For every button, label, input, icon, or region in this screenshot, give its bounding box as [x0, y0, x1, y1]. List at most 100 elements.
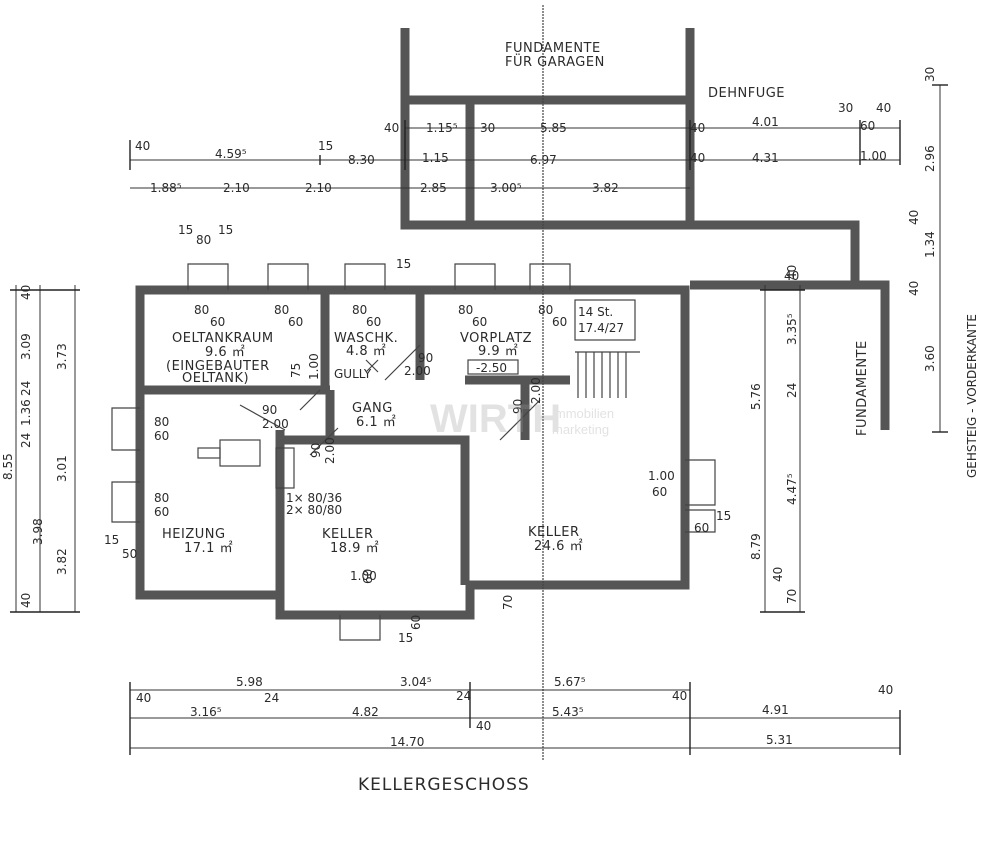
dim-door-200d: 2.00: [529, 377, 543, 404]
room-keller-right-name: KELLER: [528, 525, 579, 540]
dim-o3: 80: [352, 303, 367, 317]
dim-w15c: 15: [396, 257, 411, 271]
dim-r1-30: 30: [480, 121, 495, 135]
dim-r2-40: 40: [135, 139, 150, 153]
dim-r1-40: 40: [384, 121, 399, 135]
room-keller-mid-area: 18.9 ㎡: [330, 541, 379, 556]
dim-door-75: 75: [289, 363, 303, 378]
dim-b15: 15: [398, 631, 413, 645]
dim-r1-585: 5.85: [540, 121, 567, 135]
room-oeltankraum-area: 9.6 ㎡: [205, 345, 245, 360]
room-vorplatz-area: 9.9 ㎡: [478, 344, 518, 359]
dim-o2b: 60: [288, 315, 303, 329]
dim-b3-531: 5.31: [766, 733, 793, 747]
room-waschk-area: 4.8 ㎡: [346, 344, 386, 359]
dim-ri-70: 70: [785, 589, 799, 604]
dim-door-200a: 2.00: [404, 364, 431, 378]
dim-r1-401: 4.01: [752, 115, 779, 129]
dim-r1-30b: 30: [838, 101, 853, 115]
room-vorplatz-name: VORPLATZ: [460, 331, 532, 346]
dim-o1b: 60: [210, 315, 225, 329]
dim-ro-134: 1.34: [923, 231, 937, 258]
dim-r1-60: 60: [860, 119, 875, 133]
watermark-line2: marketing: [552, 422, 609, 437]
dim-l80a: 80: [154, 415, 169, 429]
dim-l80b: 80: [154, 491, 169, 505]
dim-left-373: 3.73: [55, 343, 69, 370]
dim-r1-40b: 40: [690, 121, 705, 135]
dim-ri-40: 40: [785, 265, 799, 280]
dim-r3-300: 3.00⁵: [490, 181, 522, 195]
dim-r2-830: 8.30: [348, 153, 375, 167]
dim-b60: 60: [361, 569, 375, 584]
dim-left-398: 3.98: [31, 518, 45, 545]
light-wells: [111, 263, 716, 641]
dim-ri-447: 4.47⁵: [785, 473, 799, 505]
dim-o4b: 60: [472, 315, 487, 329]
stair-label-2: 17.4/27: [578, 321, 624, 335]
dim-left-855: 8.55: [1, 453, 15, 480]
dim-r3-382: 3.82: [592, 181, 619, 195]
room-oeltankraum-note2: OELTANK): [182, 371, 249, 386]
dim-o5b: 60: [552, 315, 567, 329]
room-gang-name: GANG: [352, 401, 393, 416]
dim-ro-30: 30: [923, 67, 937, 82]
room-keller-mid-name: KELLER: [322, 527, 373, 542]
dim-left-24b: 24: [19, 433, 33, 448]
dim-left-40b: 40: [19, 593, 33, 608]
dim-ri-879: 8.79: [749, 533, 763, 560]
label-fundamente-garagen-1: FUNDAMENTE: [505, 41, 601, 56]
boiler-unit: [197, 439, 295, 489]
room-vorplatz-level: -2.50: [476, 361, 507, 375]
dim-b2-482: 4.82: [352, 705, 379, 719]
dim-door-200b: 2.00: [262, 417, 289, 431]
dim-ro-40: 40: [907, 210, 921, 225]
room-gang-area: 6.1 ㎡: [356, 415, 396, 430]
dim-b2-24b: 24: [456, 689, 471, 703]
label-dehnfuge: DEHNFUGE: [708, 86, 785, 101]
dim-b2-40c: 40: [476, 719, 491, 733]
dim-r2-459: 4.59⁵: [215, 147, 247, 161]
dim-r60: 60: [652, 485, 667, 499]
dim-left-382: 3.82: [55, 548, 69, 575]
dim-r100: 1.00: [648, 469, 675, 483]
dim-r15: 15: [716, 509, 731, 523]
label-fundamente-garagen-2: FÜR GARAGEN: [505, 53, 605, 70]
dim-b70: 70: [501, 595, 515, 610]
dim-l50: 50: [122, 547, 137, 561]
dim-r60b: 60: [694, 521, 709, 535]
room-keller-mid-note2: 2× 80/80: [286, 503, 342, 517]
dim-w15a: 15: [178, 223, 193, 237]
dim-l15: 15: [104, 533, 119, 547]
dim-b2-40b: 40: [672, 689, 687, 703]
dim-o3b: 60: [366, 315, 381, 329]
dim-r1-115: 1.15⁵: [426, 121, 458, 135]
dim-door-90d: 90: [511, 399, 525, 414]
dim-o2: 80: [274, 303, 289, 317]
dim-b3-1470: 14.70: [390, 735, 424, 749]
dim-b2-491: 4.91: [762, 703, 789, 717]
dim-w40v: 40: [784, 269, 799, 283]
dim-ri-24: 24: [785, 383, 799, 398]
dim-l60b: 60: [154, 505, 169, 519]
stair-label-1: 14 St.: [578, 305, 613, 319]
dim-r2-100: 1.00: [860, 149, 887, 163]
watermark-line1: immobilien: [552, 406, 614, 421]
dim-r2-40b: 40: [690, 151, 705, 165]
dim-ro-40b: 40: [907, 281, 921, 296]
dim-left-136: 1.36: [19, 399, 33, 426]
dim-b60b: 60: [409, 615, 423, 630]
dim-b2-543: 5.43⁵: [552, 705, 584, 719]
dim-b1-598: 5.98: [236, 675, 263, 689]
dim-b2-40: 40: [136, 691, 151, 705]
dim-ri-576: 5.76: [749, 383, 763, 410]
dim-r2-431: 4.31: [752, 151, 779, 165]
dim-r2-115: 1.15: [422, 151, 449, 165]
dim-b100: 1.00: [350, 569, 377, 583]
dim-o4: 80: [458, 303, 473, 317]
dim-r2-697: 6.97: [530, 153, 557, 167]
dim-left-309: 3.09: [19, 333, 33, 360]
room-heizung-area: 17.1 ㎡: [184, 541, 233, 556]
room-heizung-name: HEIZUNG: [162, 527, 226, 542]
